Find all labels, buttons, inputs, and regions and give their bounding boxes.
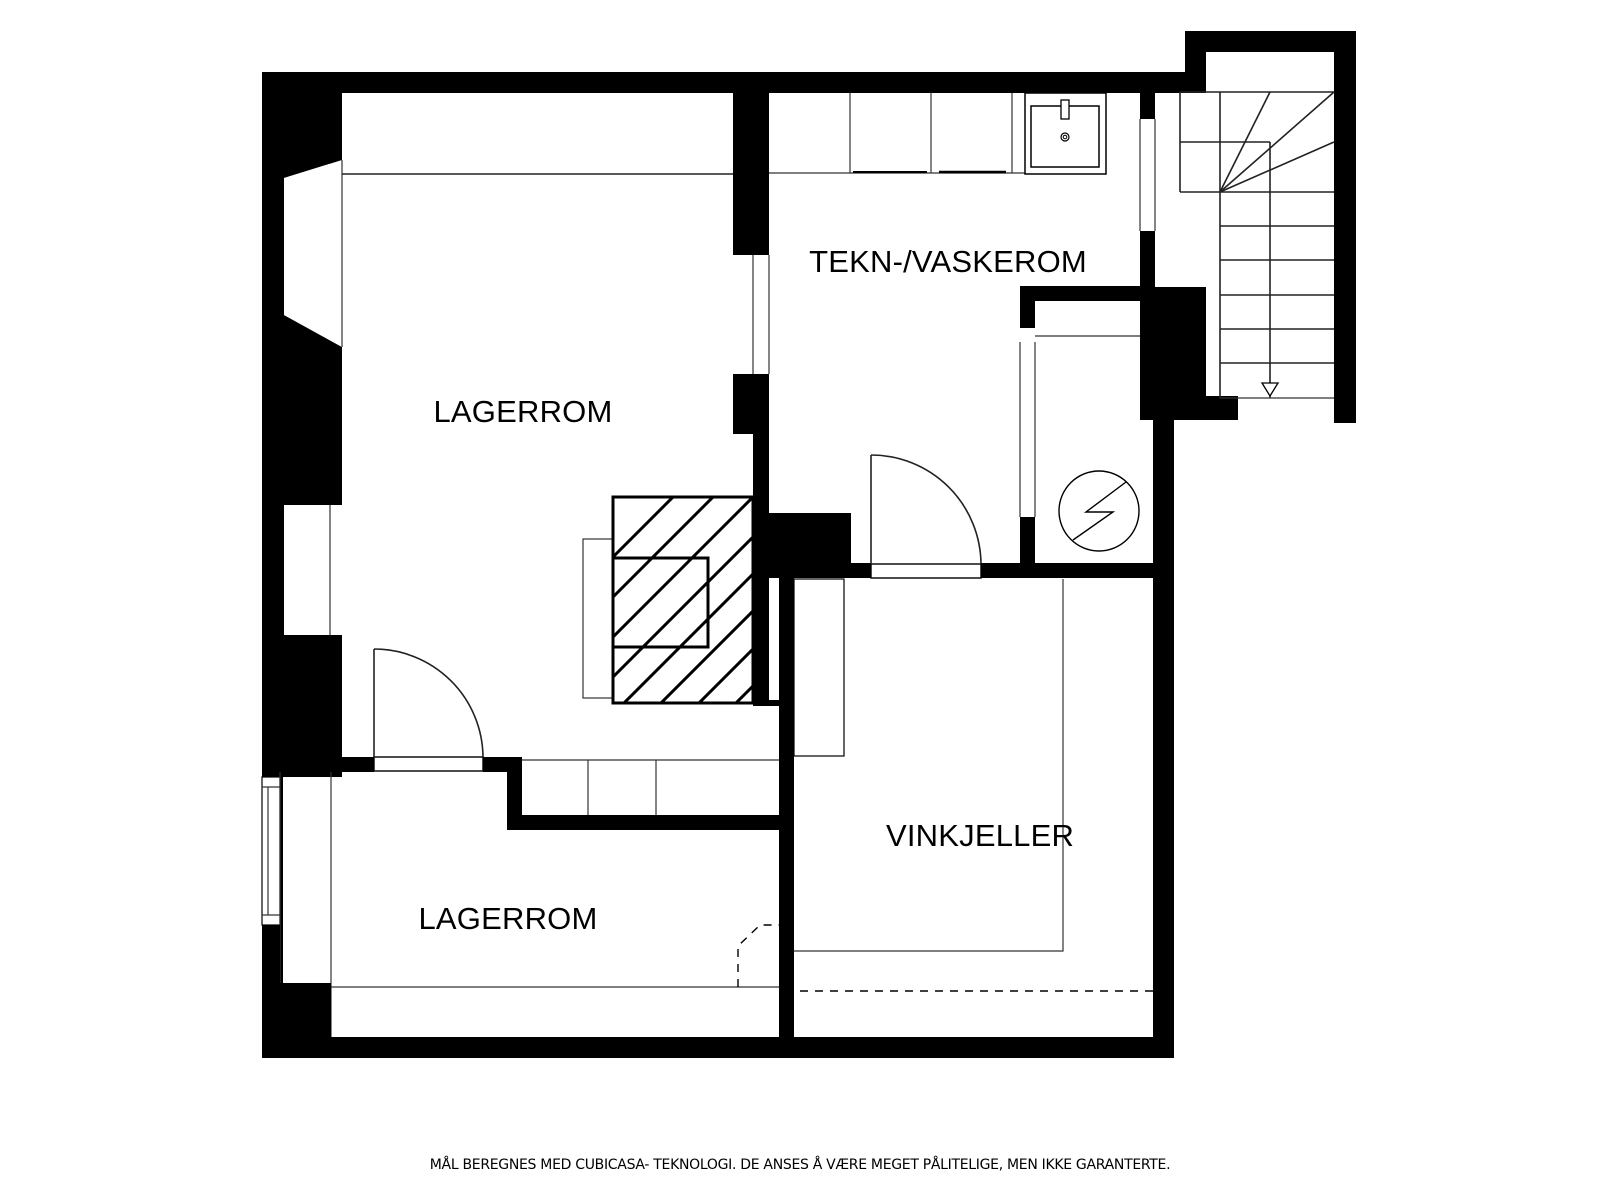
room-label-tekn-vaskerom: TEKN-/VASKEROM <box>809 244 1087 279</box>
chimney-hatched <box>582 495 755 705</box>
electrical-closet <box>1019 286 1155 567</box>
room-label-lagerrom-upper: LAGERROM <box>433 394 613 429</box>
interior-wall-vinkjeller-left <box>779 578 794 1058</box>
storage-shelves-middle <box>507 757 779 830</box>
staircase-icon[interactable] <box>1179 52 1335 399</box>
wash-basin-icon <box>1024 92 1107 175</box>
disclaimer-footer: MÅL BEREGNES MED CUBICASA- TEKNOLOGI. DE… <box>429 1157 1171 1173</box>
wall-block-center <box>753 513 851 578</box>
interior-wall-vertical-upper <box>733 93 770 704</box>
laundry-counters <box>769 93 1065 174</box>
vinkjeller-fixtures <box>793 578 1153 992</box>
lower-lagerrom-fixtures <box>261 757 779 1037</box>
room-label-vinkjeller: VINKJELLER <box>885 818 1075 853</box>
left-wall-window-upper <box>262 475 342 775</box>
room-label-lagerrom-lower: LAGERROM <box>418 901 598 936</box>
electrical-panel-icon <box>1058 470 1140 552</box>
left-wall-niche <box>262 72 343 475</box>
door-upper-lagerrom[interactable] <box>342 648 522 772</box>
